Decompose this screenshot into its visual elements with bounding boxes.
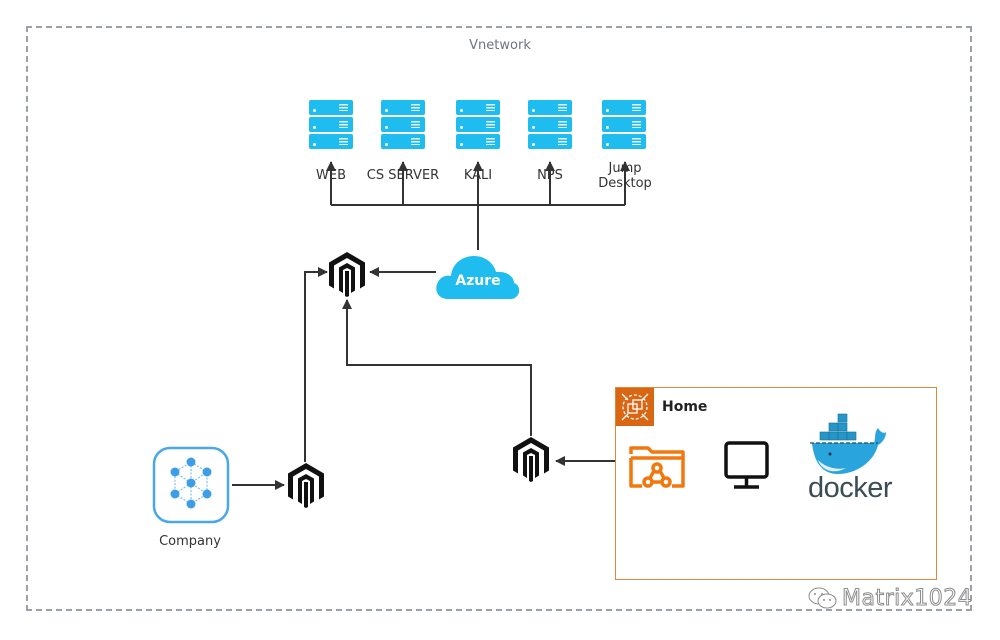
server-label-jump: Jump Desktop: [590, 161, 660, 191]
docker-label: docker: [808, 472, 893, 504]
server-label-jump-line1: Jump: [608, 161, 642, 176]
monitor-icon: [724, 441, 769, 489]
server-label-jump-line2: Desktop: [598, 176, 652, 191]
wechat-icon: [808, 587, 837, 609]
watermark-text: Matrix1024: [841, 586, 973, 612]
edge-companyhub-central: [304, 267, 328, 462]
server-label-kali: KALI: [463, 168, 493, 183]
server-label-nps: NPS: [537, 168, 563, 183]
server-label-web: WEB: [316, 168, 346, 183]
server-label-cs: CS SERVER: [366, 168, 440, 183]
docker-whale-icon: [810, 413, 886, 474]
server-nps-icon: [528, 100, 572, 151]
server-jump-icon: [602, 100, 646, 151]
vnetwork-container: [26, 26, 972, 611]
home-hub-magento-icon: [513, 437, 549, 482]
server-cs-icon: [381, 100, 425, 151]
company-network-icon: [152, 446, 230, 524]
vnetwork-label: Vnetwork: [469, 38, 531, 53]
home-group-tile: [616, 388, 654, 426]
server-kali-icon: [456, 100, 500, 151]
server-web-icon: [309, 100, 353, 151]
azure-label: Azure: [455, 273, 500, 289]
company-hub-magento-icon: [288, 463, 324, 508]
central-hub-magento-icon: [329, 252, 365, 297]
azure-cloud-icon: Azure: [436, 256, 520, 299]
shared-folder-icon: [629, 446, 685, 488]
home-group: Home docker: [615, 387, 937, 580]
company-label: Company: [159, 534, 221, 549]
edge-homehub-central: [342, 299, 532, 436]
home-title: Home: [662, 399, 708, 415]
network-target-icon: [621, 393, 649, 421]
